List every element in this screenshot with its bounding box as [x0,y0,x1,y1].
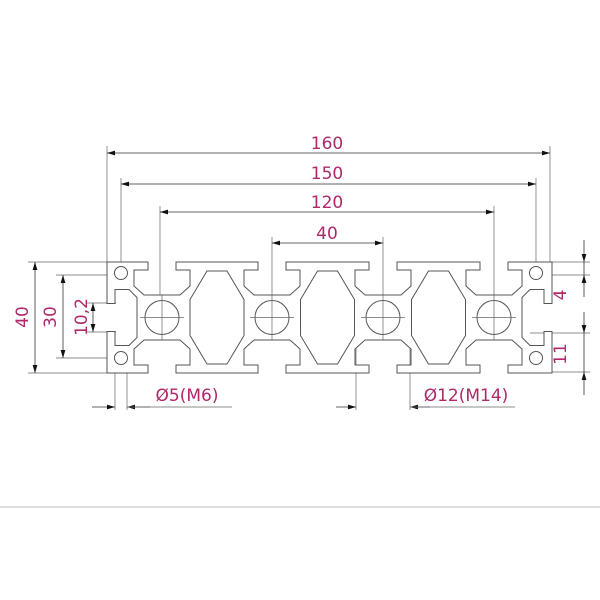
corner-hole [529,266,543,280]
corner-hole [114,266,128,280]
dim-11: 11 [551,343,571,365]
dim-10-2: 10,2 [72,298,92,336]
hollow-cavity [300,270,355,365]
hollow-cavity [189,270,245,365]
dim-40-height: 40 [13,306,33,328]
profile-inner-features [114,266,543,365]
dim-30: 30 [41,306,61,328]
dim-4: 4 [551,290,571,301]
hollow-cavity [411,270,466,365]
dim-center-bore: Ø12(M14) [424,386,509,406]
dim-120: 120 [311,193,343,213]
corner-hole [529,351,543,365]
corner-hole [114,351,128,365]
dim-corner-hole: Ø5(M6) [156,386,219,406]
dim-160: 160 [311,134,343,154]
dimension-lines [32,150,587,410]
dim-40-pitch: 40 [316,224,338,244]
dim-150: 150 [311,164,343,184]
